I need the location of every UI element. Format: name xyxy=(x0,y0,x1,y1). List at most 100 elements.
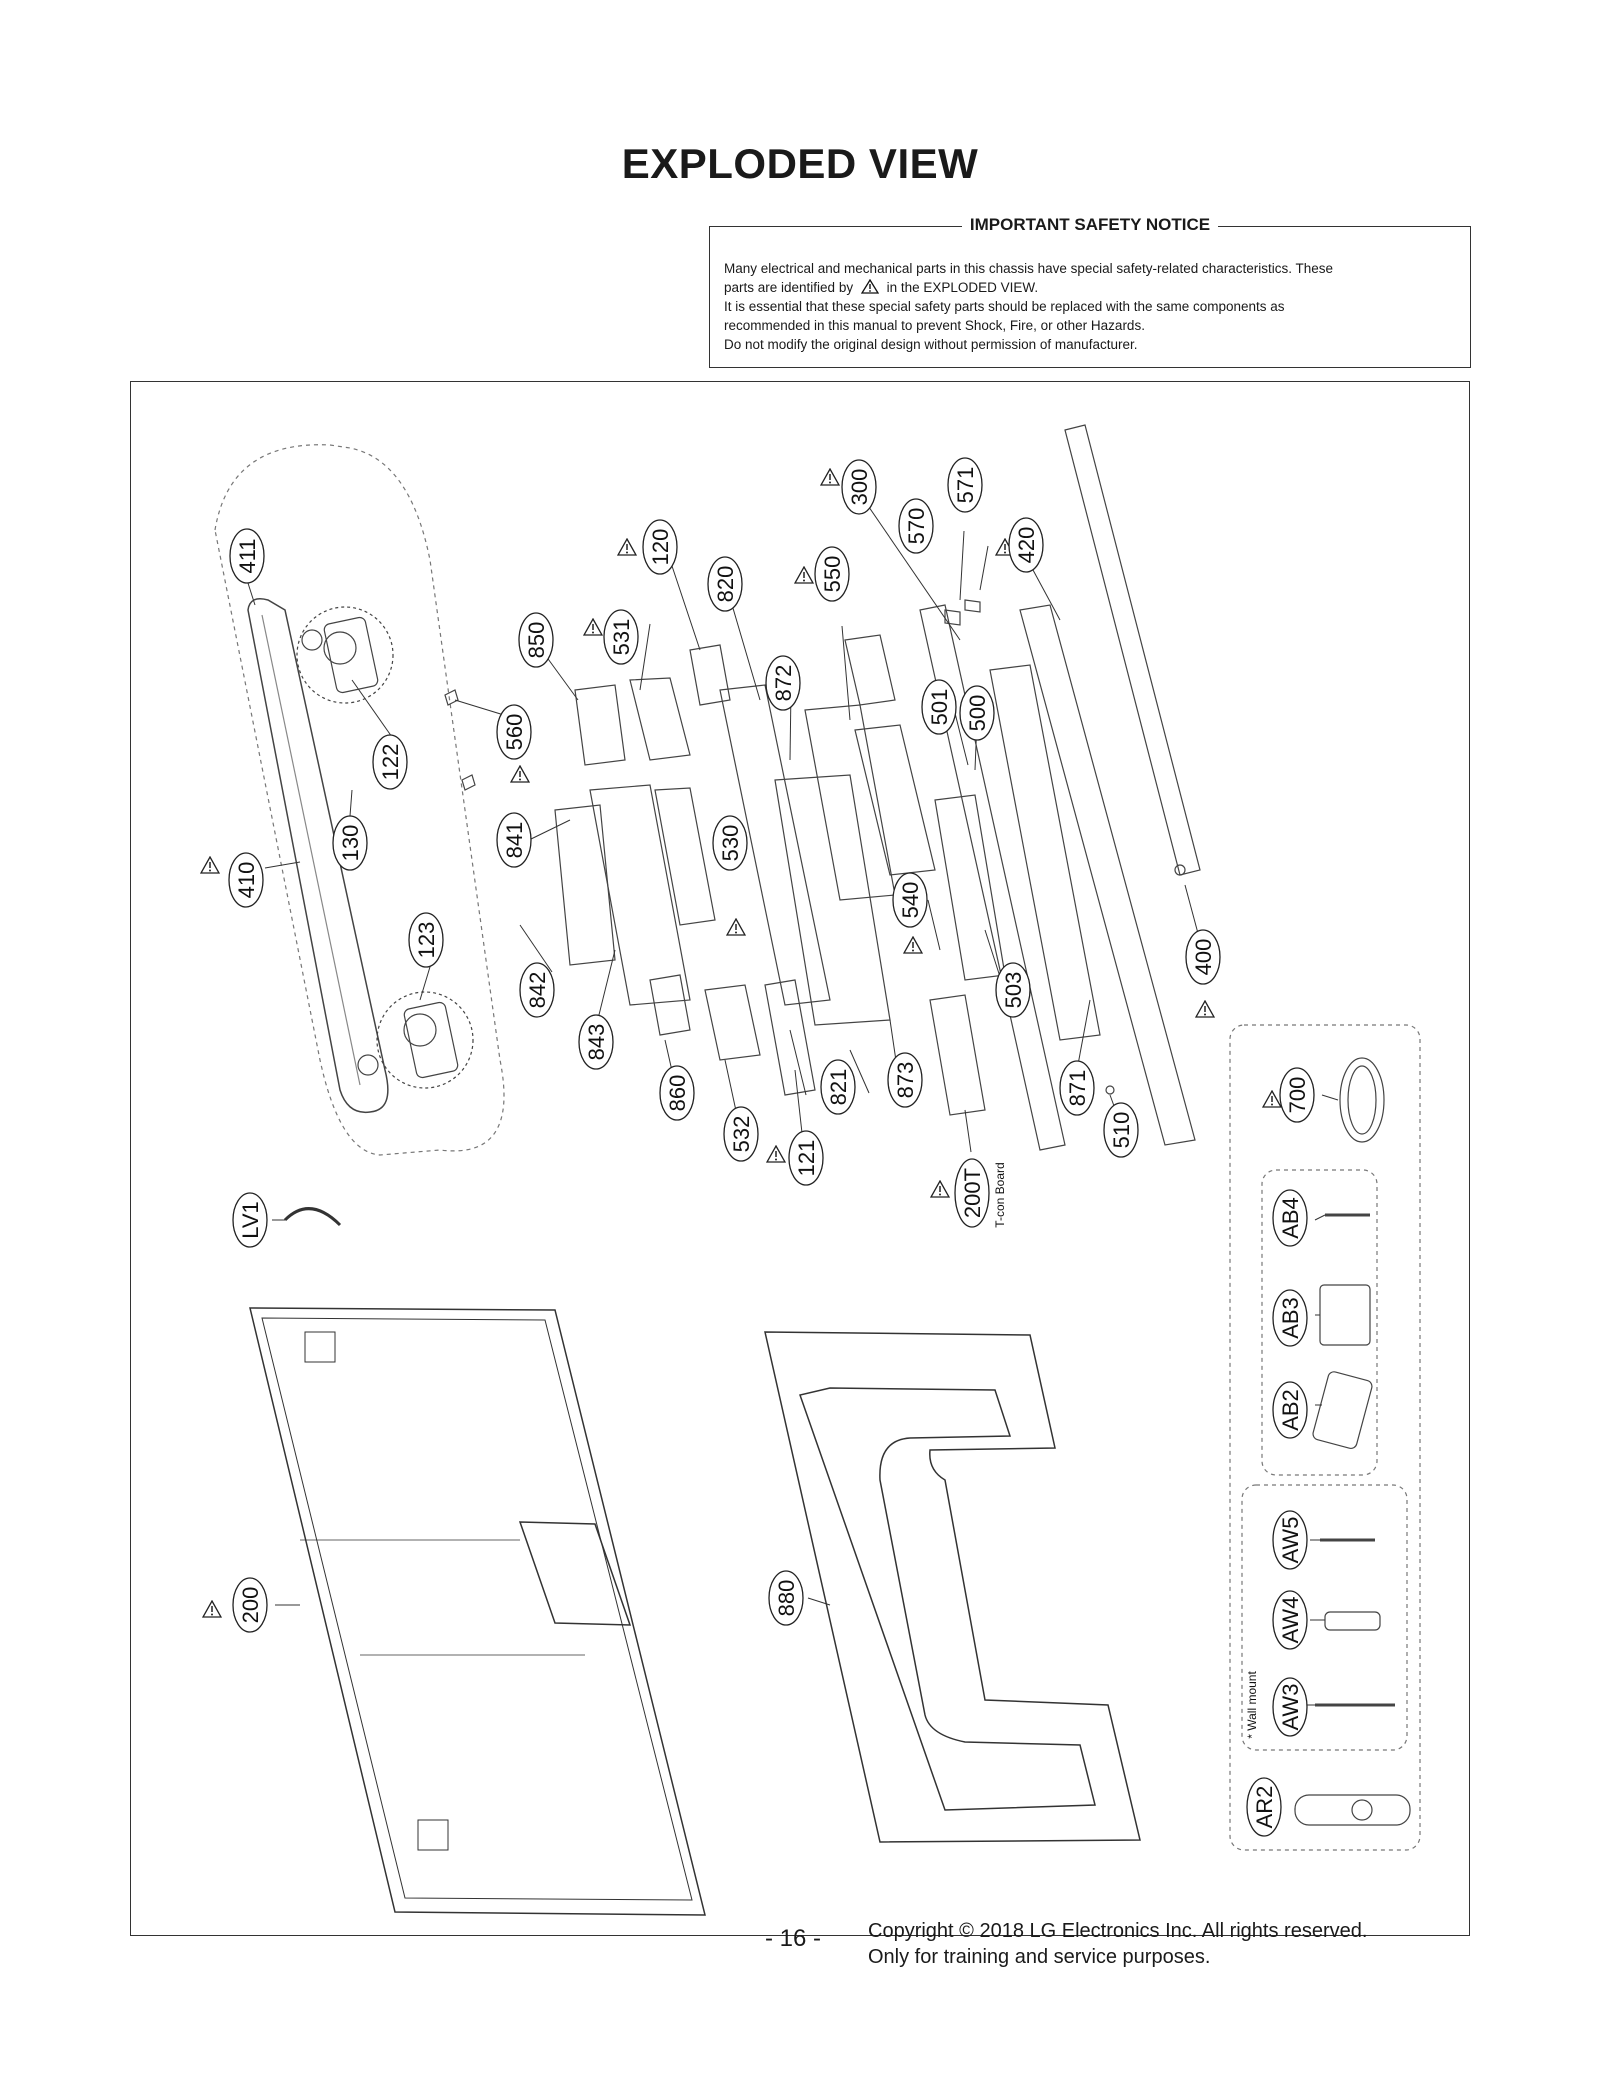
callout-841: 841 xyxy=(496,812,532,868)
callout-570: 570 xyxy=(898,498,934,554)
svg-text:200: 200 xyxy=(238,1587,263,1624)
svg-text:AB4: AB4 xyxy=(1278,1197,1303,1239)
svg-text:300: 300 xyxy=(847,469,872,506)
callout-820: 820 xyxy=(707,556,743,612)
board-stack xyxy=(444,424,1201,1151)
notice-line-1: Many electrical and mechanical parts in … xyxy=(724,261,1334,276)
callout-300: 300 xyxy=(841,459,877,515)
svg-text:AB2: AB2 xyxy=(1278,1389,1303,1431)
svg-text:400: 400 xyxy=(1191,939,1216,976)
callout-501: 501 xyxy=(921,679,957,735)
callouts: 411 410 130 122 123 560 850 841 842 843 … xyxy=(228,457,1315,1837)
callout-122: 122 xyxy=(372,734,408,790)
callout-872: 872 xyxy=(765,655,801,711)
svg-text:500: 500 xyxy=(965,695,990,732)
svg-text:122: 122 xyxy=(378,744,403,781)
svg-text:AW3: AW3 xyxy=(1278,1684,1303,1731)
lv1-cable-part xyxy=(283,1207,342,1227)
callout-821: 821 xyxy=(820,1059,856,1115)
callout-LV1: LV1 xyxy=(232,1192,268,1248)
svg-text:200T: 200T xyxy=(960,1168,985,1218)
svg-text:AB3: AB3 xyxy=(1278,1297,1303,1339)
svg-text:411: 411 xyxy=(235,538,260,573)
svg-text:510: 510 xyxy=(1109,1112,1134,1149)
svg-text:LV1: LV1 xyxy=(238,1201,263,1239)
callout-850: 850 xyxy=(518,612,554,668)
callout-843: 843 xyxy=(578,1014,614,1070)
callout-420: 420 xyxy=(1008,517,1044,573)
callout-123: 123 xyxy=(408,912,444,968)
callout-AW3: AW3 xyxy=(1272,1677,1308,1737)
svg-text:550: 550 xyxy=(820,556,845,593)
callout-550: 550 xyxy=(814,546,850,602)
svg-text:871: 871 xyxy=(1065,1070,1090,1107)
svg-text:873: 873 xyxy=(893,1062,918,1099)
svg-text:130: 130 xyxy=(338,825,363,862)
callout-200: 200 xyxy=(232,1577,268,1633)
callout-540: 540 xyxy=(892,872,928,928)
svg-text:410: 410 xyxy=(234,862,259,899)
copyright-line: Copyright © 2018 LG Electronics Inc. All… xyxy=(868,1920,1368,1942)
callout-532: 532 xyxy=(723,1106,759,1162)
svg-text:560: 560 xyxy=(502,714,527,751)
svg-text:700: 700 xyxy=(1285,1077,1310,1114)
callout-531: 531 xyxy=(603,609,639,665)
purpose-line: Only for training and service purposes. xyxy=(868,1946,1211,1968)
callout-842: 842 xyxy=(519,962,555,1018)
tcon-board-label: T-con Board xyxy=(993,1162,1007,1227)
svg-text:570: 570 xyxy=(904,508,929,545)
svg-text:532: 532 xyxy=(729,1116,754,1153)
svg-text:850: 850 xyxy=(524,622,549,659)
safety-notice-box: IMPORTANT SAFETY NOTICE Many electrical … xyxy=(709,215,1471,368)
callout-871: 871 xyxy=(1059,1060,1095,1116)
callout-500: 500 xyxy=(959,685,995,741)
callout-120: 120 xyxy=(642,519,678,575)
callout-121: 121 xyxy=(788,1130,824,1186)
diagram-frame xyxy=(130,381,1470,1936)
callout-AW5: AW5 xyxy=(1272,1510,1308,1570)
callout-AB2: AB2 xyxy=(1272,1381,1308,1439)
safety-notice-heading: IMPORTANT SAFETY NOTICE xyxy=(961,215,1219,234)
svg-text:AW4: AW4 xyxy=(1278,1597,1303,1644)
safety-notice-body: Many electrical and mechanical parts in … xyxy=(724,259,1456,354)
svg-text:841: 841 xyxy=(502,822,527,859)
callout-410: 410 xyxy=(228,852,264,908)
callout-AB4: AB4 xyxy=(1272,1189,1308,1247)
svg-text:503: 503 xyxy=(1001,972,1026,1009)
callout-AB3: AB3 xyxy=(1272,1289,1308,1347)
svg-text:AR2: AR2 xyxy=(1252,1786,1277,1829)
page-title: EXPLODED VIEW xyxy=(621,140,979,187)
svg-text:531: 531 xyxy=(609,619,634,656)
notice-line-4: recommended in this manual to prevent Sh… xyxy=(724,318,1145,333)
speaker-bar-group xyxy=(214,444,505,1156)
footer-copyright: Copyright © 2018 LG Electronics Inc. All… xyxy=(868,1918,1367,1970)
svg-text:821: 821 xyxy=(826,1069,851,1106)
callout-560: 560 xyxy=(496,704,532,760)
callout-130: 130 xyxy=(332,815,368,871)
svg-text:880: 880 xyxy=(774,1580,799,1617)
svg-text:820: 820 xyxy=(713,566,738,603)
svg-text:AW5: AW5 xyxy=(1278,1517,1303,1564)
callout-880: 880 xyxy=(768,1570,804,1626)
notice-line-5: Do not modify the original design withou… xyxy=(724,337,1138,352)
callout-AR2: AR2 xyxy=(1246,1777,1282,1837)
panel-200 xyxy=(249,1307,706,1916)
svg-text:120: 120 xyxy=(648,529,673,566)
callout-530: 530 xyxy=(712,815,748,871)
svg-text:501: 501 xyxy=(927,689,952,726)
callout-510: 510 xyxy=(1103,1102,1139,1158)
svg-text:842: 842 xyxy=(525,972,550,1009)
callout-200T: 200T xyxy=(954,1158,990,1228)
notice-line-3: It is essential that these special safet… xyxy=(724,299,1285,314)
callout-400: 400 xyxy=(1185,929,1221,985)
callout-860: 860 xyxy=(659,1065,695,1121)
svg-text:571: 571 xyxy=(953,467,978,504)
callout-571: 571 xyxy=(947,457,983,513)
notice-line-2: parts are identified by in the EXPLODED … xyxy=(724,278,1039,295)
svg-text:540: 540 xyxy=(898,882,923,919)
svg-text:420: 420 xyxy=(1014,527,1039,564)
svg-text:860: 860 xyxy=(665,1075,690,1112)
svg-text:872: 872 xyxy=(771,665,796,702)
accessory-group xyxy=(1229,1024,1421,1851)
